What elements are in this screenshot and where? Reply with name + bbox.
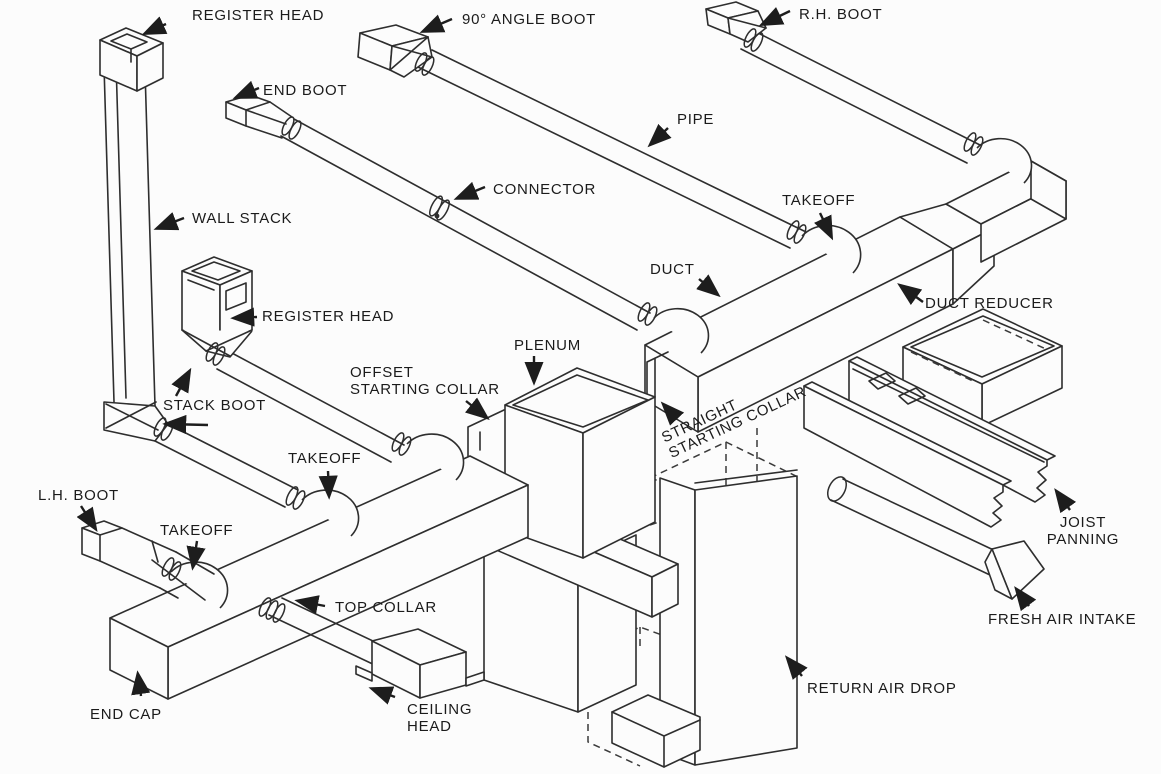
label-offset-line1: OFFSET — [350, 364, 414, 381]
register-head-top-drawing — [99, 27, 164, 92]
arrow-takeoff-mid — [318, 470, 338, 500]
arrow-fresh-air-intake — [1014, 586, 1037, 612]
arrow-wall-stack — [153, 212, 185, 231]
label-ceiling-line2: HEAD — [407, 718, 452, 735]
return-air-drop-drawing — [659, 469, 798, 766]
arrow-register-head-mid — [230, 307, 258, 327]
label-lh-boot: L.H. BOOT — [38, 487, 119, 504]
main-duct-drawing — [644, 160, 1067, 433]
arrow-stack-boot-upper — [171, 367, 192, 397]
label-duct: DUCT — [650, 261, 695, 278]
label-connector: CONNECTOR — [493, 181, 597, 198]
arrow-end-boot — [232, 80, 260, 99]
label-return-air-drop: RETURN AIR DROP — [807, 680, 957, 697]
label-joist-line1: JOIST — [1059, 514, 1107, 531]
label-takeoff-mid: TAKEOFF — [288, 450, 362, 467]
arrow-offset-collar — [465, 397, 490, 420]
label-pipe: PIPE — [677, 111, 715, 128]
arrow-straight-collar — [660, 401, 685, 426]
arrow-duct — [696, 274, 721, 298]
label-register-head-mid: REGISTER HEAD — [262, 308, 395, 325]
label-stack-boot: STACK BOOT — [163, 397, 267, 414]
arrow-lh-boot — [76, 505, 98, 533]
angle-boot-drawing — [357, 24, 435, 78]
arrow-duct-reducer — [897, 283, 924, 306]
wall-stack-drawing — [103, 61, 174, 442]
rh-boot-drawing — [705, 1, 767, 52]
end-boot-drawing — [225, 94, 302, 140]
label-top-collar: TOP COLLAR — [335, 599, 437, 616]
label-ceiling-line1: CEILING — [407, 701, 473, 718]
label-offset-line2: STARTING COLLAR — [350, 381, 500, 398]
arrow-takeoff-right — [814, 212, 834, 241]
label-end-cap: END CAP — [90, 706, 162, 723]
plenum-drawing — [504, 351, 669, 559]
joist-panning-drawing — [803, 356, 1056, 528]
arrow-pipe — [647, 123, 672, 148]
arrow-connector — [453, 181, 486, 200]
arrow-ceiling-head — [368, 686, 396, 705]
arrow-joist-panning — [1054, 488, 1077, 514]
arrow-takeoff-left — [186, 540, 206, 571]
fresh-air-intake-drawing — [826, 476, 1045, 600]
offset-starting-collar-drawing — [467, 409, 505, 457]
label-plenum: PLENUM — [514, 337, 582, 354]
return-air-boot-drawing — [611, 694, 701, 768]
label-end-boot: END BOOT — [263, 82, 348, 99]
label-rh-boot: R.H. BOOT — [799, 6, 883, 23]
label-fresh-air-intake: FRESH AIR INTAKE — [988, 611, 1137, 628]
arrow-top-collar — [294, 595, 326, 615]
arrow-angle-boot — [419, 14, 453, 33]
ceiling-head-drawing — [355, 628, 485, 699]
joist-tray-drawing — [902, 308, 1063, 427]
arrow-rh-boot — [758, 7, 791, 27]
register-head-mid-drawing — [181, 256, 253, 366]
pipe-runs-drawing — [154, 30, 984, 668]
callout-arrows — [76, 7, 1077, 705]
label-register-head-top: REGISTER HEAD — [192, 7, 325, 24]
label-90-angle-boot: 90° ANGLE BOOT — [462, 11, 597, 28]
label-wall-stack: WALL STACK — [192, 210, 293, 227]
label-takeoff-right: TAKEOFF — [782, 192, 856, 209]
arrow-end-cap — [131, 670, 151, 697]
takeoff-fittings-drawing — [170, 137, 1033, 609]
arrow-register-head-top — [141, 16, 168, 35]
arrow-return-air-drop — [784, 655, 808, 680]
label-takeoff-left: TAKEOFF — [160, 522, 234, 539]
label-joist-line2: PANNING — [1046, 531, 1120, 548]
arrow-stack-boot-lower — [162, 414, 209, 435]
label-duct-reducer: DUCT REDUCER — [925, 295, 1054, 312]
